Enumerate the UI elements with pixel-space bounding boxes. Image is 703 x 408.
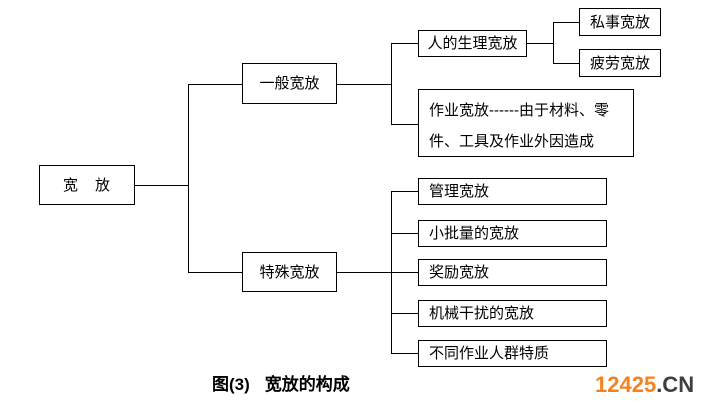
connector-line xyxy=(188,84,243,85)
connector-line xyxy=(391,43,419,44)
node-general-allowance: 一般宽放 xyxy=(242,63,337,104)
connector-line xyxy=(188,272,243,273)
connector-line xyxy=(526,43,554,44)
connector-line xyxy=(553,63,580,64)
node-small-batch-allowance: 小批量的宽放 xyxy=(418,220,607,247)
connector-line xyxy=(391,43,392,125)
node-incentive-allowance: 奖励宽放 xyxy=(418,259,607,286)
connector-line xyxy=(336,272,419,273)
node-mechanical-interference-allowance: 机械干扰的宽放 xyxy=(418,300,607,327)
node-management-allowance: 管理宽放 xyxy=(418,178,607,205)
watermark-number: 12425 xyxy=(595,372,657,397)
connector-line xyxy=(391,233,419,234)
connector-line xyxy=(391,191,392,354)
node-special-allowance: 特殊宽放 xyxy=(242,252,337,292)
site-watermark: 12425.CN xyxy=(595,372,694,398)
node-worker-group-traits: 不同作业人群特质 xyxy=(418,340,607,367)
node-fatigue-allowance: 疲劳宽放 xyxy=(579,49,661,77)
connector-line xyxy=(553,22,554,64)
watermark-suffix: .CN xyxy=(656,372,695,397)
connector-line xyxy=(135,185,188,186)
connector-line xyxy=(553,22,580,23)
node-operation-allowance: 作业宽放------由于材料、零件、工具及作业外因造成 xyxy=(418,89,634,157)
node-allowance-root: 宽 放 xyxy=(39,165,135,205)
node-physiological-allowance: 人的生理宽放 xyxy=(418,30,527,57)
figure-caption: 图(3) 宽放的构成 xyxy=(212,370,350,395)
figure-title: 宽放的构成 xyxy=(264,375,350,394)
connector-line xyxy=(391,353,419,354)
connector-line xyxy=(391,313,419,314)
connector-line xyxy=(188,84,189,273)
node-personal-allowance: 私事宽放 xyxy=(579,8,661,36)
connector-line xyxy=(336,84,392,85)
connector-line xyxy=(391,191,419,192)
connector-line xyxy=(391,124,419,125)
figure-number: 图(3) xyxy=(212,375,250,394)
